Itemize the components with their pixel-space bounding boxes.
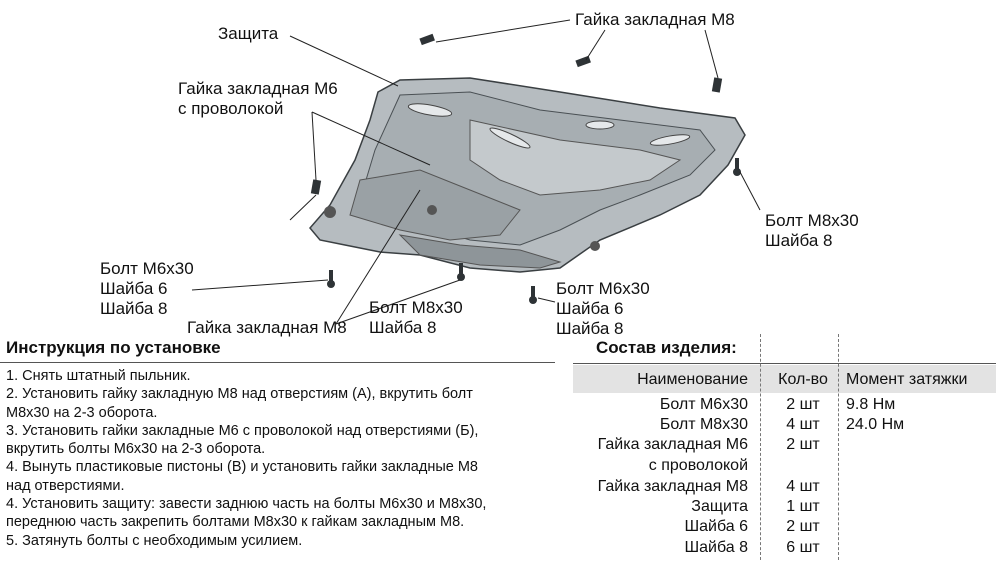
row-qty: 4 шт bbox=[786, 416, 820, 433]
label-bolt-m6-mid-line3: Шайба 8 bbox=[556, 319, 624, 338]
row-name: с проволокой bbox=[648, 457, 748, 474]
row-qty: 2 шт bbox=[786, 396, 820, 413]
row-torque: 9.8 Нм bbox=[846, 396, 896, 413]
row-qty: 1 шт bbox=[786, 498, 820, 515]
instructions-divider bbox=[0, 362, 555, 363]
nut-m8-parts bbox=[310, 33, 741, 304]
instruction-line: 5. Затянуть болты с необходимым усилием. bbox=[6, 532, 303, 549]
label-nut-m8-bottom: Гайка закладная М8 bbox=[187, 318, 347, 337]
instruction-line: вкрутить болты М6х30 на 2-3 оборота. bbox=[6, 441, 266, 458]
row-qty: 2 шт bbox=[786, 518, 820, 535]
protection-plate bbox=[309, 77, 746, 273]
label-nut-m6-wire-line2: с проволокой bbox=[178, 99, 284, 118]
label-bolt-m6-mid-line2: Шайба 6 bbox=[556, 299, 624, 318]
label-bolt-m6-left-line3: Шайба 8 bbox=[100, 299, 168, 318]
row-qty: 6 шт bbox=[786, 539, 820, 556]
instruction-line: 1. Снять штатный пыльник. bbox=[6, 368, 191, 384]
column-divider bbox=[838, 334, 839, 560]
table-header-background bbox=[573, 365, 996, 393]
label-nut-m8-top: Гайка закладная М8 bbox=[575, 10, 735, 29]
label-bolt-m8-mid-line1: Болт М8х30 bbox=[369, 298, 463, 317]
instruction-line: 2. Установить гайку закладную М8 над отв… bbox=[6, 386, 473, 403]
instruction-line: 4. Вынуть пластиковые пистоны (В) и уста… bbox=[6, 459, 478, 476]
row-name: Гайка закладная М6 bbox=[597, 436, 748, 453]
row-name: Болт М8х30 bbox=[659, 416, 748, 433]
label-zashchita: Защита bbox=[218, 24, 279, 43]
instructions-title: Инструкция по установке bbox=[6, 338, 221, 357]
row-name: Болт М6х30 bbox=[659, 396, 748, 413]
label-bolt-m6-left-line1: Болт М6х30 bbox=[100, 259, 194, 278]
row-qty: 4 шт bbox=[786, 478, 820, 495]
row-name: Шайба 8 bbox=[684, 539, 748, 556]
header-name: Наименование bbox=[637, 371, 748, 388]
header-qty: Кол-во bbox=[778, 371, 828, 388]
instruction-line: 3. Установить гайки закладные М6 с прово… bbox=[6, 422, 479, 439]
label-bolt-m8-right-line2: Шайба 8 bbox=[765, 231, 833, 250]
instruction-line: переднюю часть закрепить болтами М8х30 к… bbox=[6, 514, 465, 531]
row-name: Шайба 6 bbox=[684, 518, 748, 535]
label-bolt-m6-mid-line1: Болт М6х30 bbox=[556, 279, 650, 298]
column-divider bbox=[760, 334, 761, 560]
composition-title: Состав изделия: bbox=[596, 338, 737, 357]
leader-lines bbox=[191, 19, 761, 325]
table-divider bbox=[573, 363, 996, 364]
header-torque: Момент затяжки bbox=[846, 371, 968, 388]
row-name: Защита bbox=[691, 498, 748, 515]
label-nut-m6-wire-line1: Гайка закладная М6 bbox=[178, 79, 338, 98]
instruction-line: М8х30 на 2-3 оборота. bbox=[6, 404, 158, 421]
skid-plate-drawing bbox=[191, 19, 761, 325]
label-bolt-m8-right-line1: Болт М8х30 bbox=[765, 211, 859, 230]
row-qty: 2 шт bbox=[786, 436, 820, 453]
label-bolt-m8-mid-line2: Шайба 8 bbox=[369, 318, 437, 337]
instruction-line: над отверстиями. bbox=[6, 477, 125, 494]
label-bolt-m6-left-line2: Шайба 6 bbox=[100, 279, 168, 298]
row-name: Гайка закладная М8 bbox=[597, 478, 748, 495]
row-torque: 24.0 Нм bbox=[846, 416, 905, 433]
instructions-list: 1. Снять штатный пыльник. 2. Установить … bbox=[6, 367, 558, 550]
instruction-line: 4. Установить защиту: завести заднюю час… bbox=[6, 496, 487, 513]
